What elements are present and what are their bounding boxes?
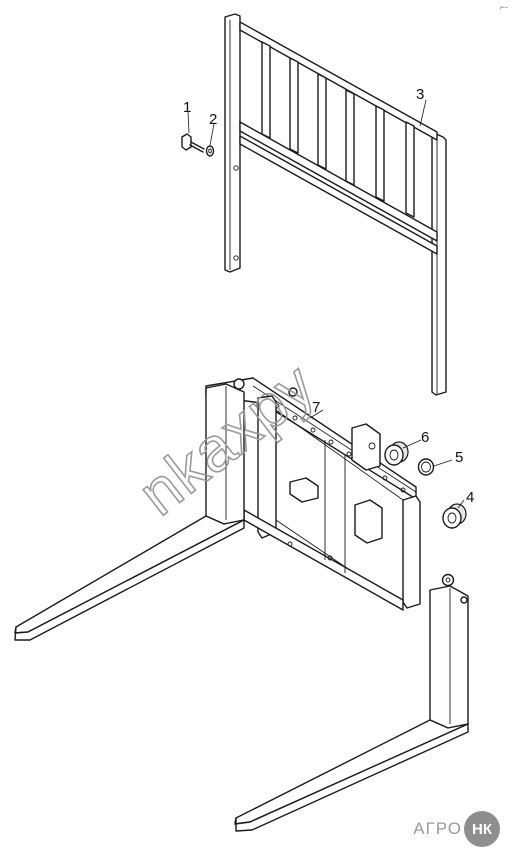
brand-logo: АГРО НК (413, 811, 500, 847)
callout-4: 4 (466, 489, 474, 506)
leader-lines (187, 99, 465, 509)
bolt (181, 133, 205, 153)
logo-seal: НК (464, 811, 500, 847)
callout-6: 6 (421, 429, 429, 446)
retaining-ring-5 (417, 458, 435, 476)
callout-3: 3 (416, 86, 424, 103)
callout-7: 7 (312, 399, 320, 416)
corner-mark: ⌐- (499, 2, 508, 12)
callout-1: 1 (183, 99, 191, 116)
washer (205, 145, 215, 157)
bushing-6 (384, 441, 409, 466)
fork-tine-left (14, 383, 245, 641)
fork-tine-right (234, 573, 469, 832)
callout-2: 2 (209, 111, 217, 128)
callout-5: 5 (455, 449, 463, 466)
bushing-4 (442, 503, 467, 529)
backrest-frame (224, 13, 447, 396)
logo-word: АГРО (413, 819, 462, 838)
